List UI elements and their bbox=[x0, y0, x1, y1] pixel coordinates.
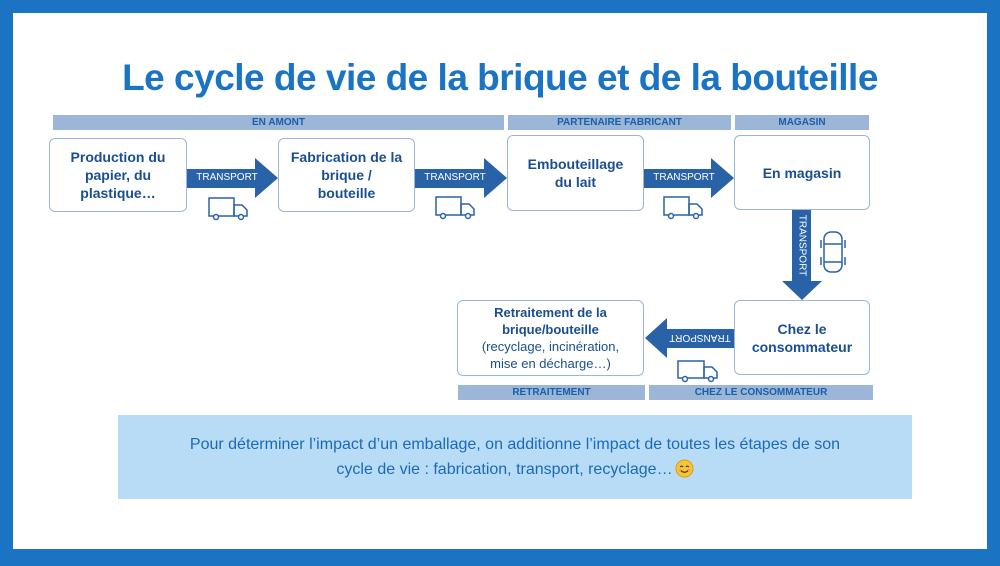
info-note-line-2-text: cycle de vie : fabrication, transport, r… bbox=[336, 461, 673, 478]
transport-label-4: TRANSPORT bbox=[796, 214, 808, 277]
info-note-line-1: Pour déterminer l’impact d’un emballage,… bbox=[189, 436, 841, 453]
step-fabrication-line-2: brique / bbox=[321, 167, 372, 183]
step-retraitement-title-2: brique/bouteille bbox=[502, 322, 599, 337]
transport-arrow-1 bbox=[187, 158, 278, 198]
transport-arrow-5 bbox=[645, 318, 734, 358]
step-fabrication-box: Fabrication de la brique / bouteille bbox=[278, 138, 415, 212]
transport-label-3: TRANSPORT bbox=[653, 172, 715, 183]
smile-emoji-icon bbox=[675, 459, 694, 478]
band-retraitement: RETRAITEMENT bbox=[458, 385, 645, 400]
transport-arrow-2 bbox=[415, 158, 507, 198]
band-magasin: MAGASIN bbox=[735, 115, 869, 130]
step-fabrication-line-1: Fabrication de la bbox=[290, 149, 403, 165]
step-consommateur-line-2: consommateur bbox=[751, 338, 853, 355]
truck-icon-1 bbox=[208, 197, 248, 221]
step-embouteillage-box: Embouteillage du lait bbox=[507, 135, 644, 211]
band-chez-le-consommateur: CHEZ LE CONSOMMATEUR bbox=[649, 385, 873, 400]
step-production-box: Production du papier, du plastique… bbox=[49, 138, 187, 212]
car-icon bbox=[820, 231, 846, 273]
truck-icon-2 bbox=[435, 196, 475, 220]
step-retraitement-detail-1: (recyclage, incinération, bbox=[481, 339, 620, 354]
step-fabrication-line-3: bouteille bbox=[317, 185, 376, 201]
step-production-line-2: papier, du bbox=[84, 167, 152, 183]
band-partenaire-fabricant: PARTENAIRE FABRICANT bbox=[508, 115, 731, 130]
step-retraitement-title-1: Retraitement de la bbox=[494, 305, 607, 320]
step-production-line-3: plastique… bbox=[80, 185, 156, 201]
step-embouteillage-line-1: Embouteillage bbox=[527, 156, 624, 172]
step-production-line-1: Production du bbox=[70, 149, 166, 165]
step-magasin-line-1: En magasin bbox=[762, 164, 842, 181]
step-consommateur-box: Chez le consommateur bbox=[734, 300, 870, 375]
step-retraitement-box: Retraitement de la brique/bouteille (rec… bbox=[457, 300, 644, 376]
step-retraitement-detail-2: mise en décharge…) bbox=[490, 356, 611, 371]
transport-label-5: TRANSPORT bbox=[669, 332, 731, 343]
truck-icon-3 bbox=[663, 196, 703, 220]
step-magasin-box: En magasin bbox=[734, 135, 870, 210]
step-embouteillage-line-2: du lait bbox=[554, 174, 597, 190]
transport-arrow-3 bbox=[644, 158, 734, 198]
slide-title: Le cycle de vie de la brique et de la bo… bbox=[122, 57, 878, 98]
step-consommateur-line-1: Chez le bbox=[777, 320, 827, 337]
transport-label-1: TRANSPORT bbox=[196, 172, 258, 183]
transport-label-2: TRANSPORT bbox=[424, 172, 486, 183]
info-note: Pour déterminer l’impact d’un emballage,… bbox=[118, 415, 912, 499]
band-en-amont: EN AMONT bbox=[53, 115, 504, 130]
info-note-line-2: cycle de vie : fabrication, transport, r… bbox=[336, 457, 694, 482]
transport-arrow-4 bbox=[782, 210, 822, 300]
truck-icon-4 bbox=[677, 360, 718, 383]
